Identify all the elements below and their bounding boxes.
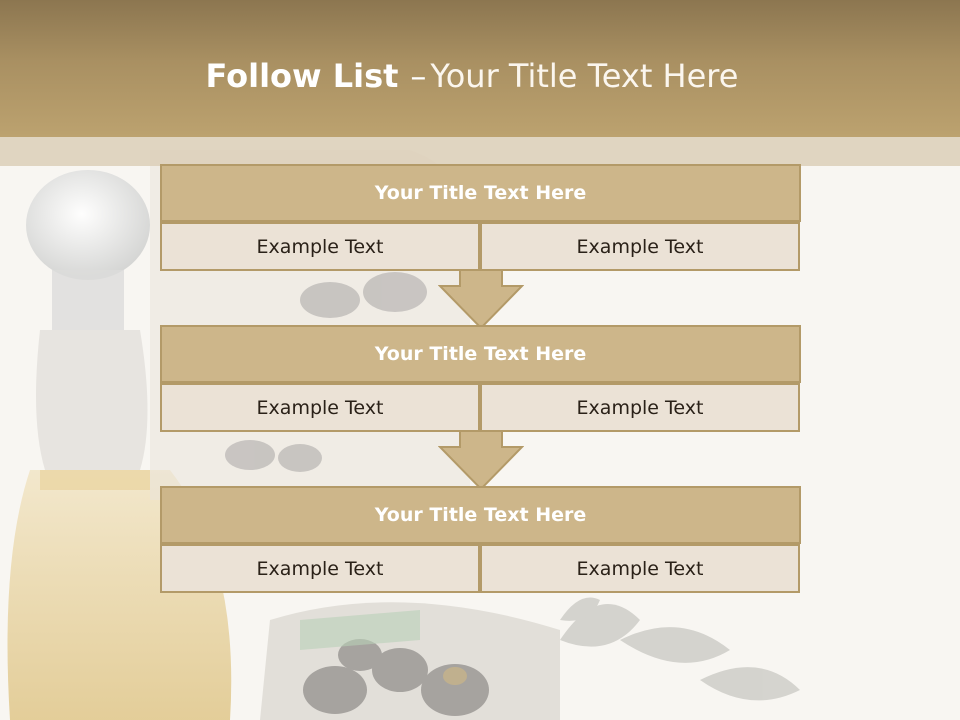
header-strip (0, 137, 960, 166)
step-cell-right: Example Text (480, 544, 800, 593)
step-cell-left: Example Text (160, 544, 480, 593)
step-cell-left: Example Text (160, 222, 480, 271)
step-title: Your Title Text Here (160, 486, 801, 544)
header-band (0, 0, 960, 137)
down-arrow-icon (438, 430, 524, 491)
step-block-2: Your Title Text Here Example Text Exampl… (160, 325, 801, 432)
step-cell-right: Example Text (480, 222, 800, 271)
step-block-3: Your Title Text Here Example Text Exampl… (160, 486, 801, 593)
title-bold: Follow List (205, 57, 399, 95)
step-block-1: Your Title Text Here Example Text Exampl… (160, 164, 801, 271)
down-arrow-icon (438, 269, 524, 330)
step-cell-left: Example Text (160, 383, 480, 432)
slide-title: Follow List–Your Title Text Here (0, 52, 944, 100)
step-title: Your Title Text Here (160, 164, 801, 222)
step-cell-right: Example Text (480, 383, 800, 432)
step-title: Your Title Text Here (160, 325, 801, 383)
title-subtitle: Your Title Text Here (430, 57, 739, 95)
title-separator: – (410, 57, 427, 95)
